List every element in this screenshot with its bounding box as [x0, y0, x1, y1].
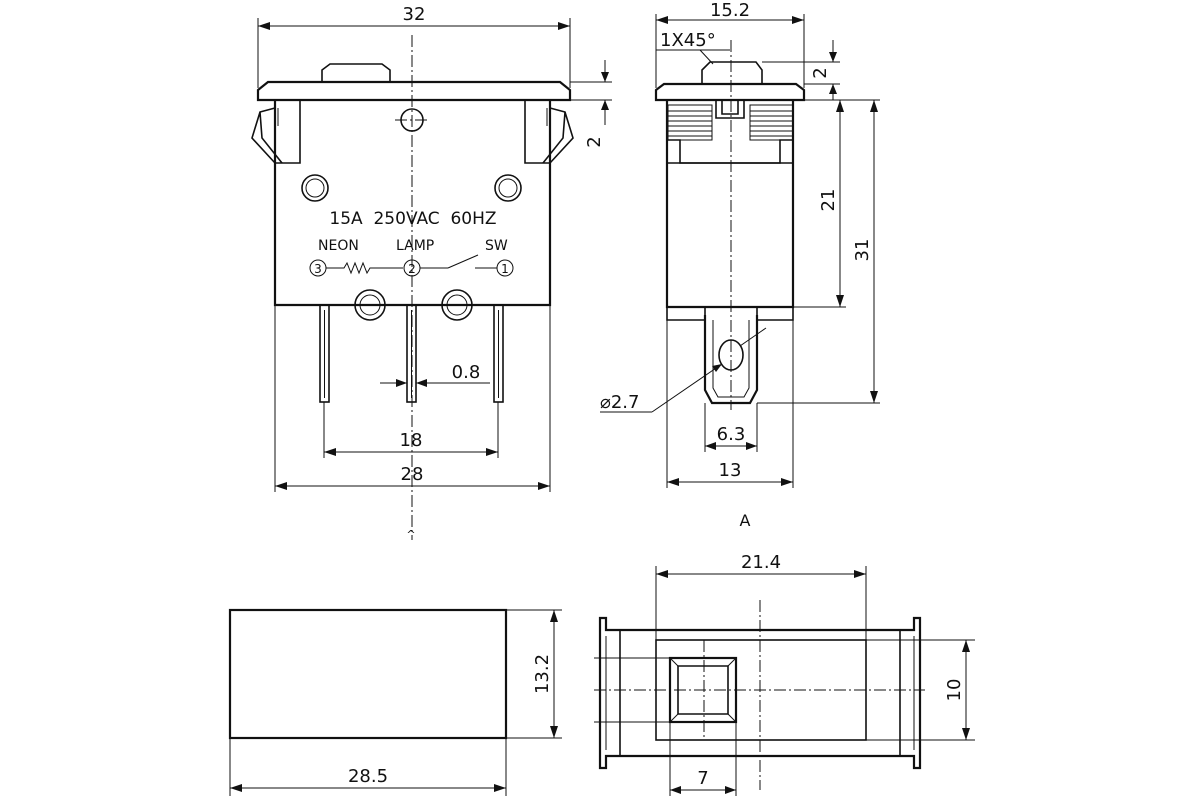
svg-text:28: 28 — [401, 464, 424, 485]
svg-text:32: 32 — [403, 4, 426, 25]
cutout-rect — [228, 608, 508, 740]
side-body — [665, 100, 795, 309]
rating-label: 15A 250VAC 60HZ — [329, 209, 496, 229]
dim-top-width-21-4: 21.4 — [655, 552, 867, 640]
svg-text:21.4: 21.4 — [741, 552, 781, 573]
switch-symbol — [447, 254, 479, 269]
bottom-right-view: 21.4 10 7 — [594, 552, 975, 796]
dim-cutout-height-13-2: 13.2 — [506, 609, 562, 739]
svg-text:2: 2 — [810, 67, 831, 78]
view-marker-a: A — [740, 511, 751, 530]
dim-pin-thickness-0-8: 0.8 — [380, 362, 490, 387]
svg-text:21: 21 — [818, 189, 839, 212]
front-button — [321, 63, 391, 82]
pin3-label: 3 — [314, 262, 322, 276]
dim-side-width-15-2: 15.2 — [655, 0, 805, 88]
pin2-label: 2 — [408, 262, 416, 276]
top-frame — [598, 616, 922, 770]
dim-pin-span-18: 18 — [323, 402, 499, 458]
terminal-lamp-label: LAMP — [396, 238, 434, 254]
front-bezel — [256, 80, 572, 102]
pin1-label: 1 — [501, 262, 509, 276]
side-ribs-right — [749, 104, 794, 141]
dim-hole-dia-2-7: ⌀2.7 — [600, 327, 767, 413]
dim-front-bezel-2: 2 — [570, 60, 612, 148]
svg-text:13.2: 13.2 — [532, 654, 553, 694]
terminal-neon-label: NEON — [318, 238, 359, 254]
svg-text:0.8: 0.8 — [452, 362, 481, 383]
side-bezel — [654, 82, 806, 102]
dim-tab-width-6-3: 6.3 — [704, 403, 758, 452]
chamfer-leader: 1X45° — [656, 30, 730, 65]
terminal-sw-label: SW — [485, 238, 508, 254]
dim-front-body-28: 28 — [274, 305, 551, 492]
svg-text:^: ^ — [406, 528, 415, 541]
front-right-clip — [524, 100, 574, 164]
dim-front-width-32: 32 — [257, 4, 571, 88]
dim-cutout-length-28-5: 28.5 — [229, 738, 507, 796]
resistor-symbol — [326, 261, 403, 275]
front-left-clip — [251, 100, 301, 164]
dim-side-body-13: 13 — [666, 320, 794, 488]
svg-text:28.5: 28.5 — [348, 766, 388, 787]
svg-text:2: 2 — [584, 136, 605, 147]
svg-text:6.3: 6.3 — [717, 424, 746, 445]
dim-top-height-10: 10 — [866, 639, 975, 741]
svg-text:⌀2.7: ⌀2.7 — [600, 392, 639, 413]
dim-side-total-31: 31 — [757, 100, 880, 404]
side-view: 15.2 1X45° 2 21 — [600, 0, 880, 488]
svg-text:13: 13 — [719, 460, 742, 481]
svg-text:7: 7 — [697, 768, 708, 789]
svg-text:10: 10 — [944, 679, 965, 702]
side-ribs-left — [667, 104, 713, 141]
svg-text:15.2: 15.2 — [710, 0, 750, 21]
dim-side-bezel-2: 2 — [762, 40, 840, 100]
bottom-left-view: 13.2 28.5 — [228, 608, 562, 796]
dim-window-7: 7 — [669, 722, 737, 796]
svg-text:31: 31 — [852, 239, 873, 262]
svg-text:1X45°: 1X45° — [660, 30, 716, 51]
svg-text:18: 18 — [400, 430, 423, 451]
dim-side-body-21: 21 — [793, 99, 880, 308]
front-view: ^ 15A 250VAC 60HZ NEON LAMP SW 3 2 1 32 — [251, 4, 612, 541]
